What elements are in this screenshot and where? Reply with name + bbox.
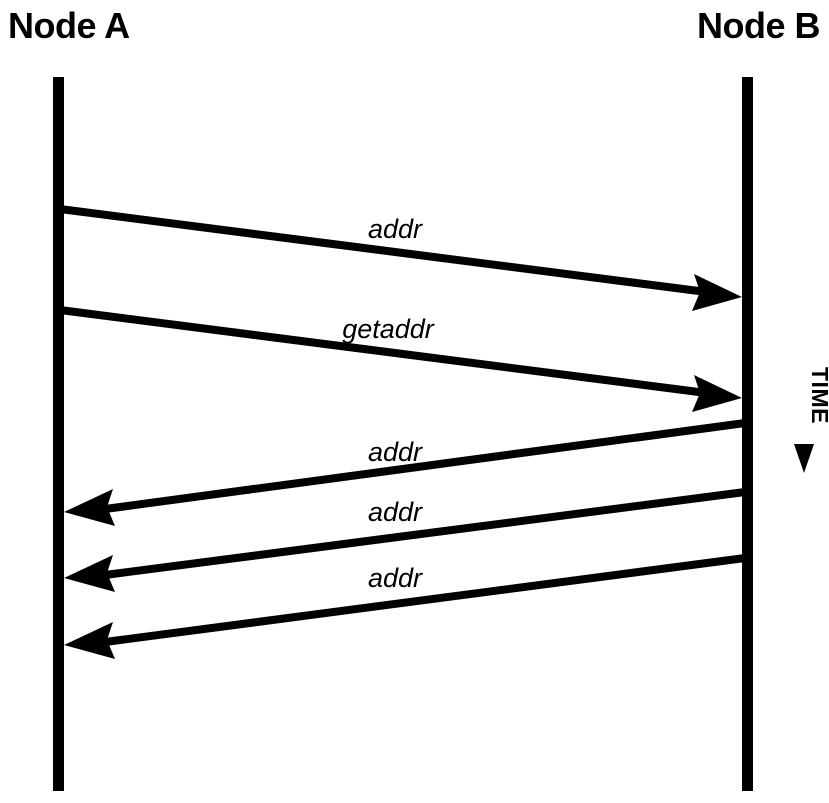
participant-label-node-b: Node B: [697, 5, 820, 46]
time-axis-label: TIME: [807, 367, 829, 424]
message-label-5: addr: [368, 563, 423, 593]
lifeline-node-a: [53, 77, 64, 791]
message-arrow-3: addr: [64, 419, 746, 526]
arrow-head-left-4: [64, 555, 115, 592]
arrow-head-left-3: [64, 489, 115, 526]
message-label-4: addr: [368, 497, 423, 527]
message-arrow-4: addr: [64, 488, 746, 592]
message-label-2: getaddr: [342, 314, 435, 344]
time-axis-annotation: TIME: [794, 367, 829, 473]
message-label-1: addr: [368, 214, 423, 244]
arrow-head-right-1: [692, 274, 742, 311]
lifeline-node-b: [742, 77, 753, 791]
message-arrow-2: getaddr: [59, 306, 742, 412]
arrow-head-right-2: [692, 375, 742, 412]
message-arrow-5: addr: [64, 554, 746, 659]
participant-label-node-a: Node A: [8, 5, 130, 46]
arrow-head-left-5: [64, 622, 115, 659]
time-down-arrow-icon: [794, 444, 814, 473]
message-arrow-1: addr: [59, 205, 742, 311]
message-label-3: addr: [368, 437, 423, 467]
